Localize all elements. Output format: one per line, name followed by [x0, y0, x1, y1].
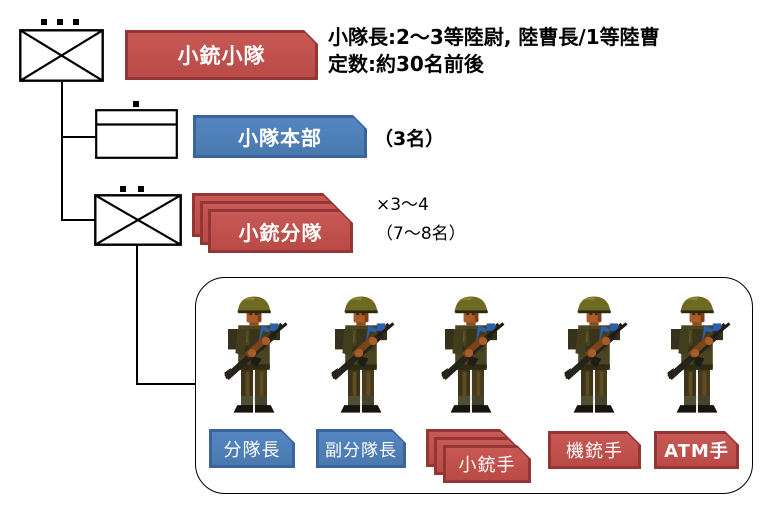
- member-2-fill: [319, 432, 404, 466]
- member-3-label: 小銃手: [458, 455, 516, 476]
- member-4-label: 機銃手: [566, 441, 623, 462]
- platoon-dot-1: [41, 19, 47, 25]
- member-label-assistant-squad-leader: 副分隊長: [316, 429, 406, 468]
- trunk-connector: [61, 82, 63, 221]
- squad-label: 小銃分隊: [238, 220, 323, 245]
- platoon-info-text: 小隊長:2～3等陸尉, 陸曹長/1等陸曹 定数:約30名前後: [328, 24, 660, 78]
- platoon-info-line2: 定数:約30名前後: [328, 52, 484, 76]
- squad-members-panel: 分隊長 副分隊長 小銃手 機銃手: [195, 277, 753, 494]
- member-1-fill: [212, 432, 293, 466]
- infantry-squad-symbol-icon: [94, 194, 182, 246]
- hq-dot: [133, 101, 139, 107]
- platoon-dot-3: [73, 19, 79, 25]
- member-5-label: ATM手: [664, 441, 729, 462]
- soldier-icon: [555, 291, 633, 419]
- headquarters-symbol-icon: [95, 109, 178, 159]
- member-label-rifleman-stack: 小銃手: [426, 429, 531, 483]
- hq-label: 小隊本部: [238, 126, 322, 150]
- squad-dot-1: [120, 186, 126, 192]
- rifleman-stack-front: 小銃手: [443, 445, 531, 483]
- squad-stacked-box: 小銃分隊: [192, 193, 353, 253]
- soldier-icon: [432, 291, 510, 419]
- member-1-label: 分隊長: [223, 439, 281, 461]
- member-label-machine-gunner: 機銃手: [548, 431, 641, 469]
- member-label-atm-gunner: ATM手: [654, 431, 739, 469]
- soldier-icon: [322, 291, 400, 419]
- hq-label-fill: [196, 118, 365, 156]
- infantry-platoon-symbol-icon: [19, 29, 104, 82]
- hq-branch-connector: [61, 136, 96, 138]
- squad-dot-2: [138, 186, 144, 192]
- hq-headcount-note: （3名）: [374, 128, 445, 150]
- platoon-title-fill: [128, 33, 316, 78]
- squad-headcount: （7～8名）: [376, 224, 466, 244]
- squad-branch-connector: [61, 219, 95, 221]
- squad-count-note: ×3～4 （7～8名）: [376, 191, 466, 249]
- squad-stack-front-fill: [211, 212, 351, 251]
- platoon-dot-2: [57, 19, 63, 25]
- soldier-icon: [658, 291, 736, 419]
- member-label-squad-leader: 分隊長: [209, 429, 295, 468]
- squad-multiplier: ×3～4: [376, 195, 429, 215]
- soldier-icon: [215, 291, 293, 419]
- panel-link-connector: [136, 383, 196, 385]
- squad-drop-connector: [136, 245, 138, 385]
- platoon-info-line1: 小隊長:2～3等陸尉, 陸曹長/1等陸曹: [328, 25, 660, 49]
- member-5-fill: [657, 434, 737, 467]
- member-2-label: 副分隊長: [325, 441, 397, 461]
- squad-stack-layer-front: 小銃分隊: [208, 209, 353, 253]
- rifleman-front-fill: [446, 448, 529, 481]
- platoon-title-box: 小銃小隊: [125, 30, 318, 80]
- hq-label-box: 小隊本部: [193, 115, 367, 158]
- member-4-fill: [551, 434, 639, 467]
- platoon-title-label: 小銃小隊: [177, 44, 266, 68]
